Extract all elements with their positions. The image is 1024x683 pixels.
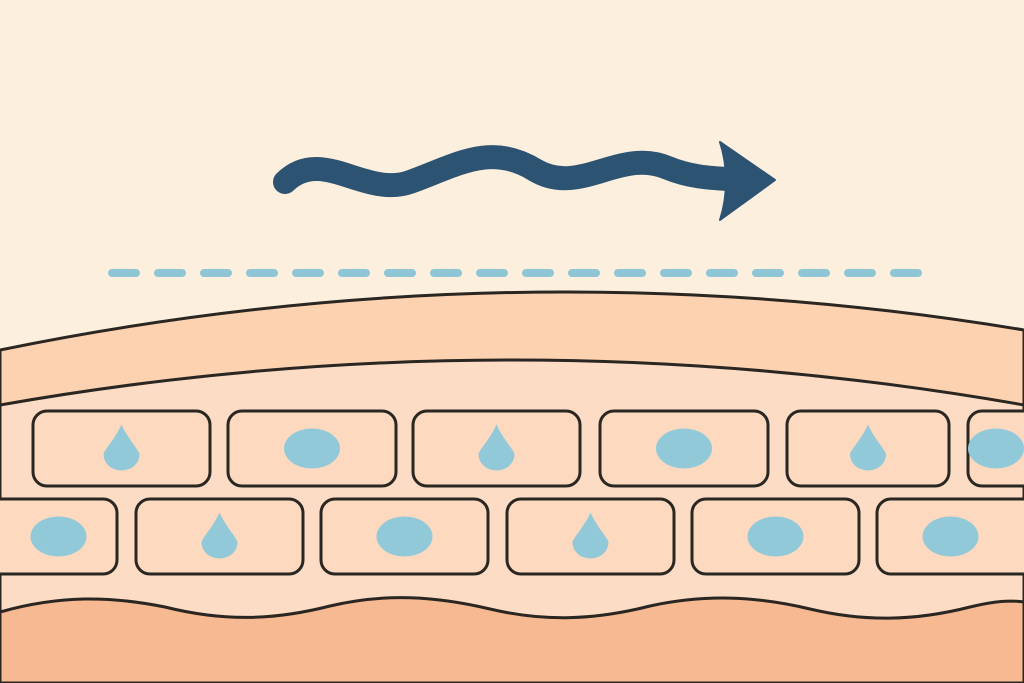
oval-nucleus-icon — [30, 516, 87, 557]
water-drop-icon — [201, 512, 238, 559]
oval-nucleus-icon — [968, 428, 1024, 469]
wavy-arrow-right-icon — [273, 141, 776, 221]
oval-nucleus-icon — [922, 516, 979, 557]
oval-nucleus-icon — [284, 428, 340, 469]
water-drop-icon — [572, 512, 609, 559]
cell-layer — [0, 409, 1024, 576]
water-drop-icon — [103, 424, 140, 471]
arrow-head — [719, 141, 776, 221]
oval-nucleus-icon — [376, 516, 433, 557]
water-drop-icon — [478, 424, 515, 471]
oval-nucleus-icon — [747, 516, 804, 557]
oval-nucleus-icon — [656, 428, 712, 469]
arrow-shaft — [273, 145, 740, 198]
water-drop-icon — [850, 424, 886, 471]
deep-layer — [0, 596, 1024, 683]
